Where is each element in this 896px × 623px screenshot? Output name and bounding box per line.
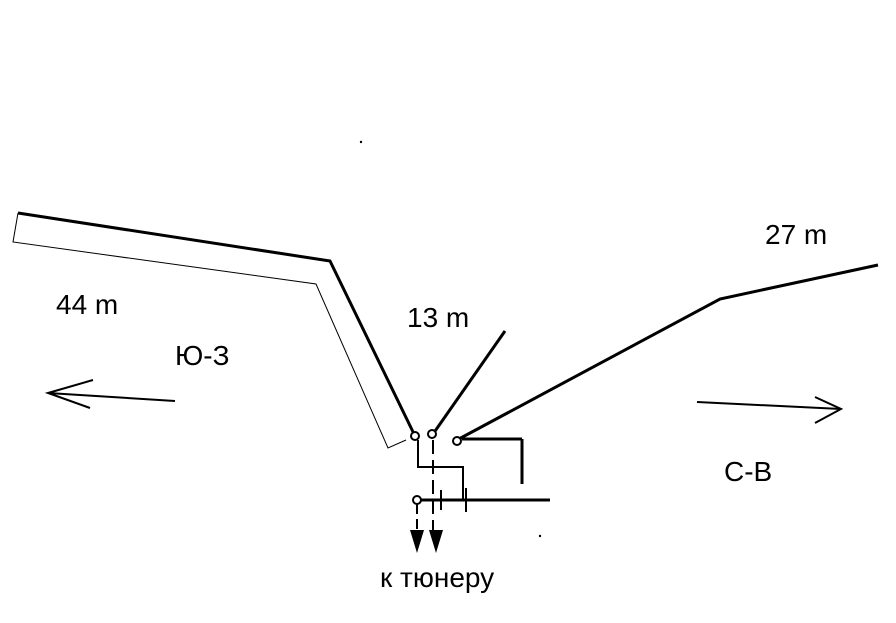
wire-27m [456,263,879,442]
tuner-label: к тюнеру [380,562,495,593]
terminal-2 [427,429,437,439]
connection-wiring [416,437,550,535]
length-label-44m: 44 m [56,289,119,320]
wire-13m [431,330,507,435]
stray-dot [538,534,542,538]
arrow-down-icon [410,530,424,553]
length-label-13m: 13 m [407,302,470,333]
arrow-right-icon [696,396,844,424]
tuner-arrows [410,530,443,553]
terminal-3 [452,436,462,446]
arrow-left-icon [44,379,176,409]
terminal-1 [410,431,420,441]
direction-label-northeast: С-В [724,456,773,487]
wire-44m [12,211,417,449]
length-label-27m: 27 m [765,219,828,250]
arrow-down-icon [429,530,443,553]
direction-label-southwest: Ю-З [175,340,230,371]
feed-terminals [410,429,462,505]
terminal-4 [412,495,422,505]
stray-dot [359,140,363,144]
